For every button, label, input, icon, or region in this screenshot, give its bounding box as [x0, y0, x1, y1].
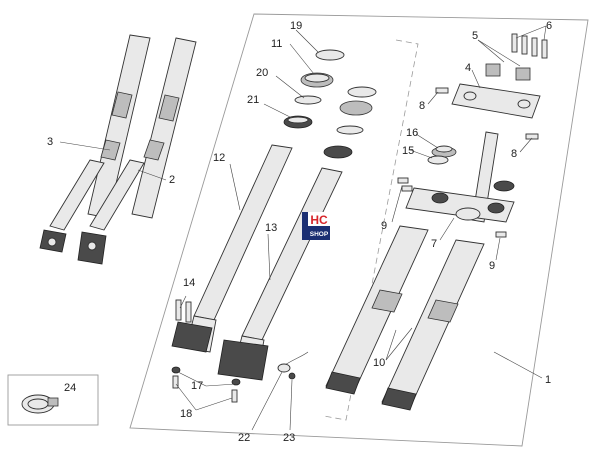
clamp-22-23 [277, 351, 309, 380]
callout-9b: 9 [489, 260, 496, 272]
bearing-15 [427, 155, 515, 192]
ring-20 [294, 95, 364, 135]
callout-22: 22 [238, 432, 251, 444]
callout-8a: 8 [419, 100, 426, 112]
logo-line1: HC [310, 213, 328, 227]
callout-23: 23 [283, 432, 296, 444]
callout-4: 4 [465, 62, 472, 74]
callout-21: 21 [247, 94, 260, 106]
steering-stem-7 [405, 131, 515, 223]
bushing-21 [283, 115, 353, 159]
bolts-14 [175, 299, 192, 323]
bolts-8 [435, 87, 539, 140]
callout-9a: 9 [381, 220, 388, 232]
callout-1: 1 [545, 374, 552, 386]
inner-tube-12 [171, 144, 293, 353]
assembly-frame [129, 13, 589, 447]
callout-19: 19 [290, 20, 303, 32]
callout-8b: 8 [511, 148, 518, 160]
callout-16: 16 [406, 127, 419, 139]
bolts-9 [397, 177, 507, 238]
seal-11 [300, 72, 373, 116]
callout-24: 24 [64, 382, 77, 394]
clip-24 [21, 394, 59, 414]
callout-18: 18 [180, 408, 193, 420]
logo-top-panel [308, 212, 330, 226]
callout-14: 14 [183, 277, 196, 289]
bearing-16 [431, 145, 457, 158]
callout-2: 2 [169, 174, 176, 186]
washers-17 [171, 366, 241, 386]
logo-mark: HC SHOP [302, 212, 330, 240]
dashed-boundary [323, 39, 419, 421]
bolts-6 [511, 33, 548, 59]
callout-17: 17 [191, 380, 204, 392]
callout-13: 13 [265, 222, 278, 234]
callout-20: 20 [256, 67, 269, 79]
leader-lines [59, 25, 547, 431]
inset-box [7, 374, 99, 426]
callout-5: 5 [472, 30, 479, 42]
callout-11: 11 [271, 38, 283, 50]
logo-stripe [302, 212, 308, 240]
ring-19 [315, 49, 377, 98]
callout-15: 15 [402, 145, 415, 157]
callout-6: 6 [546, 20, 553, 32]
callout-3: 3 [47, 136, 54, 148]
upper-clamp-4 [451, 63, 541, 119]
inner-tube-13 [217, 167, 343, 381]
logo-line2: SHOP [310, 231, 329, 238]
callout-7: 7 [431, 238, 438, 250]
callout-12: 12 [213, 152, 226, 164]
logo-bottom-panel [308, 226, 330, 240]
hc-shop-logo: HC SHOP [302, 212, 330, 240]
screws-18 [172, 375, 238, 403]
fork-leg-3 [39, 34, 151, 253]
fork-protector-10 [325, 225, 485, 411]
fork-leg-2 [77, 37, 197, 265]
callout-10: 10 [373, 357, 386, 369]
